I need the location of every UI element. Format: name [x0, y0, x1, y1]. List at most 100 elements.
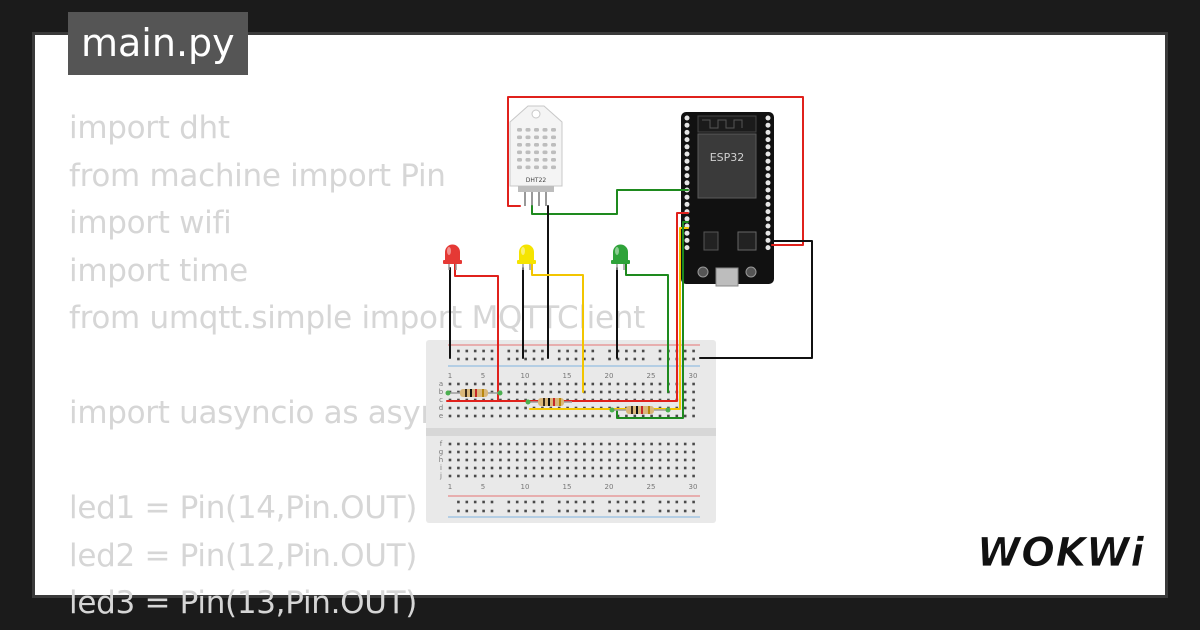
breadboard-hole — [583, 500, 586, 504]
breadboard-hole — [616, 390, 620, 394]
esp32-pin[interactable] — [765, 223, 771, 229]
esp32-pin[interactable] — [684, 201, 690, 207]
esp32-label: ESP32 — [710, 151, 745, 164]
breadboard-hole — [473, 406, 477, 410]
breadboard-hole — [625, 466, 628, 470]
dht22-vent — [551, 135, 556, 140]
led-yellow[interactable] — [517, 244, 536, 270]
esp32-pin[interactable] — [684, 173, 690, 179]
breadboard-hole — [549, 390, 553, 394]
column-number: 30 — [689, 483, 698, 491]
resistor-band — [475, 389, 477, 397]
esp32-pin[interactable] — [684, 158, 690, 164]
breadboard-hole — [683, 500, 687, 504]
breadboard-hole — [549, 450, 553, 454]
esp32-pin[interactable] — [684, 144, 690, 150]
breadboard-hole — [658, 382, 662, 386]
esp32-pin[interactable] — [765, 165, 771, 171]
esp32-pin[interactable] — [684, 151, 690, 157]
esp32-pin[interactable] — [765, 209, 771, 215]
esp32-pin[interactable] — [765, 144, 771, 150]
esp32-pin[interactable] — [765, 230, 771, 236]
esp32-pin[interactable] — [765, 129, 771, 135]
dht22-sensor[interactable]: DHT22 — [509, 105, 563, 206]
breadboard-hole — [574, 474, 578, 478]
breadboard-hole — [641, 357, 645, 361]
resistor-1 — [445, 389, 503, 397]
breadboard-hole — [675, 442, 679, 446]
breadboard-hole — [524, 450, 527, 454]
dht22-vent — [525, 158, 531, 162]
breadboard-hole — [524, 458, 527, 462]
esp32-pin[interactable] — [765, 216, 771, 222]
breadboard-hole — [457, 406, 460, 410]
resistor-band — [559, 398, 561, 406]
breadboard-hole — [557, 414, 561, 418]
esp32-pin[interactable] — [765, 151, 771, 157]
breadboard-hole — [524, 474, 527, 478]
breadboard-hole — [675, 450, 679, 454]
breadboard-hole — [599, 442, 603, 446]
led-green[interactable] — [611, 244, 630, 270]
esp32-pin[interactable] — [684, 115, 690, 121]
file-tab[interactable]: main.py — [68, 12, 248, 75]
breadboard-hole — [532, 382, 536, 386]
breadboard-hole — [549, 466, 553, 470]
dht22-base — [518, 186, 554, 192]
breadboard-hole — [625, 458, 628, 462]
breadboard-hole — [608, 414, 611, 418]
breadboard-hole — [457, 382, 460, 386]
esp32-pin[interactable] — [684, 129, 690, 135]
dht22-vent — [525, 165, 531, 170]
breadboard-hole — [549, 442, 553, 446]
breadboard-hole — [692, 474, 695, 478]
esp32-button-boot[interactable] — [745, 266, 757, 278]
led-red[interactable] — [443, 244, 462, 270]
resistor-end — [609, 407, 615, 413]
breadboard-hole — [675, 474, 679, 478]
esp32-pin[interactable] — [765, 245, 771, 251]
esp32-pin[interactable] — [765, 187, 771, 193]
esp32-button-en[interactable] — [697, 266, 709, 278]
breadboard-hole — [692, 390, 695, 394]
esp32-pin[interactable] — [765, 194, 771, 200]
esp32-pin[interactable] — [684, 137, 690, 143]
esp32-pin[interactable] — [765, 173, 771, 179]
wire-pin13 — [616, 221, 689, 419]
breadboard-hole — [524, 466, 527, 470]
esp32-pin[interactable] — [684, 245, 690, 251]
esp32-pin[interactable] — [765, 122, 771, 128]
breadboard-hole — [633, 450, 637, 454]
breadboard-hole — [507, 390, 511, 394]
breadboard-hole — [641, 349, 645, 353]
breadboard-hole — [667, 442, 670, 446]
row-letter: e — [439, 412, 443, 420]
esp32-pin[interactable] — [684, 165, 690, 171]
esp32-pin[interactable] — [684, 122, 690, 128]
breadboard-hole — [557, 442, 561, 446]
breadboard-hole — [532, 509, 536, 513]
breadboard-hole — [507, 414, 511, 418]
esp32-pin[interactable] — [684, 230, 690, 236]
esp32-pin[interactable] — [684, 237, 690, 243]
breadboard-hole — [457, 414, 460, 418]
esp32-pin[interactable] — [684, 194, 690, 200]
breadboard-hole — [507, 509, 511, 513]
esp32-pin[interactable] — [765, 115, 771, 121]
row-letter: j — [439, 472, 442, 480]
breadboard-hole — [692, 398, 695, 402]
breadboard-hole — [574, 349, 578, 353]
esp32-pin[interactable] — [765, 237, 771, 243]
breadboard-hole — [692, 442, 695, 446]
breadboard-hole — [448, 442, 452, 446]
esp32-pin[interactable] — [765, 137, 771, 143]
breadboard-hole — [515, 500, 519, 504]
esp32-pin[interactable] — [684, 216, 690, 222]
esp32-pin[interactable] — [765, 201, 771, 207]
esp32-board[interactable]: ESP32 — [681, 112, 774, 287]
resistor-band — [548, 398, 550, 406]
esp32-pin[interactable] — [765, 158, 771, 164]
breadboard-hole — [532, 390, 536, 394]
esp32-pin[interactable] — [684, 180, 690, 186]
esp32-pin[interactable] — [765, 180, 771, 186]
